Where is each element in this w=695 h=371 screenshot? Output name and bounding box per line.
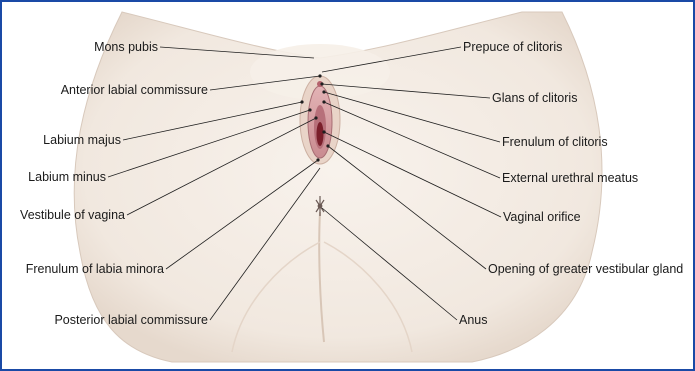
label-labium-minus: Labium minus — [28, 170, 106, 184]
label-prepuce-of-clitoris: Prepuce of clitoris — [463, 40, 562, 54]
label-anterior-labial-commissure: Anterior labial commissure — [61, 83, 208, 97]
label-posterior-labial-commissure: Posterior labial commissure — [54, 313, 208, 327]
label-external-urethral-meatus: External urethral meatus — [502, 171, 638, 185]
label-vestibule-of-vagina: Vestibule of vagina — [20, 208, 125, 222]
label-glans-of-clitoris: Glans of clitoris — [492, 91, 577, 105]
label-mons-pubis: Mons pubis — [94, 40, 158, 54]
label-labium-majus: Labium majus — [43, 133, 121, 147]
label-frenulum-of-clitoris: Frenulum of clitoris — [502, 135, 608, 149]
label-opening-of-greater-vestibular-gland: Opening of greater vestibular gland — [488, 262, 683, 276]
vaginal-orifice-shape — [317, 122, 324, 146]
label-frenulum-of-labia-minora: Frenulum of labia minora — [26, 262, 164, 276]
label-vaginal-orifice: Vaginal orifice — [503, 210, 581, 224]
label-anus: Anus — [459, 313, 488, 327]
